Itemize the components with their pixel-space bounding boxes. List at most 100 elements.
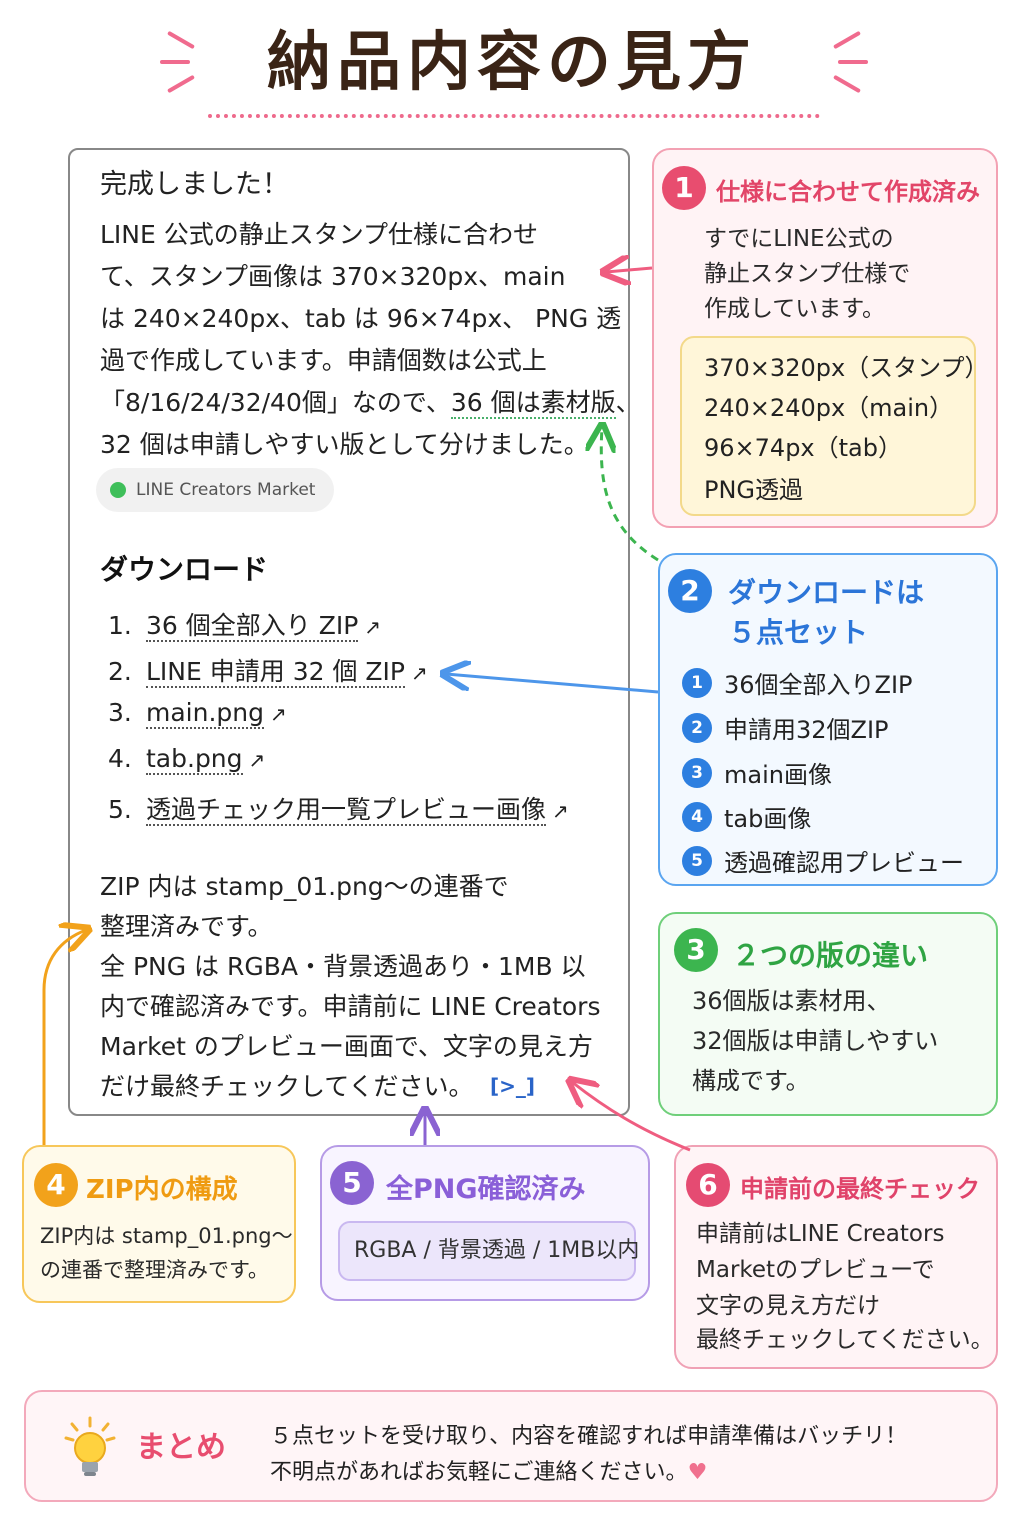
download-box-item-label: 36個全部入りZIP bbox=[724, 671, 913, 699]
download-link[interactable]: LINE 申請用 32 個 ZIP bbox=[146, 657, 405, 688]
step-badge: 1 bbox=[662, 166, 706, 210]
download-box-item: 1 36個全部入りZIP bbox=[682, 665, 913, 700]
item-number-badge: 2 bbox=[682, 712, 712, 743]
download-heading: ダウンロード bbox=[100, 553, 269, 586]
step-badge: 2 bbox=[668, 569, 712, 613]
download-box-item: 4 tab画像 bbox=[682, 799, 811, 834]
line-icon bbox=[110, 482, 126, 498]
spec-item: 240×240px（main） bbox=[704, 394, 954, 422]
chat-body-line: 「8/16/24/32/40個」なので、36 個は素材版、 bbox=[100, 382, 641, 424]
summary-line: ５点セットを受け取り、内容を確認すれば申請準備はバッチリ！ bbox=[270, 1424, 908, 1449]
summary-text: 不明点があればお気軽にご連絡ください。 bbox=[270, 1460, 688, 1485]
final-check-text: Marketのプレビューで bbox=[696, 1257, 935, 1283]
step-badge: 6 bbox=[686, 1163, 730, 1207]
final-check-text: 最終チェックしてください。 bbox=[696, 1327, 994, 1353]
arrow-box1 bbox=[606, 268, 653, 272]
title-spark-right-mid bbox=[838, 60, 868, 64]
item-number-badge: 4 bbox=[682, 801, 712, 832]
download-box-item: 2 申請用32個ZIP bbox=[682, 710, 889, 745]
final-check-text: 文字の見え方だけ bbox=[696, 1293, 880, 1319]
download-link[interactable]: main.png bbox=[146, 698, 264, 729]
zip-structure-title: ZIP内の構成 bbox=[86, 1175, 238, 1205]
lightbulb-icon bbox=[64, 1416, 116, 1476]
spec-item: 370×320px（スタンプ） bbox=[704, 354, 989, 382]
step-badge: 5 bbox=[330, 1161, 374, 1205]
chat-footer-line: Market のプレビュー画面で、文字の見え方 bbox=[100, 1032, 593, 1061]
download-box-title: ５点セット bbox=[728, 616, 869, 649]
chat-footer-line: 全 PNG は RGBA・背景透過あり・1MB 以 bbox=[100, 952, 586, 981]
final-check-box: 6 申請前の最終チェック 申請前はLINE Creators Marketのプレ… bbox=[674, 1145, 998, 1369]
download-box-title: ダウンロードは bbox=[728, 576, 925, 609]
png-check-box: 5 全PNG確認済み RGBA / 背景透過 / 1MB以内 bbox=[320, 1145, 650, 1301]
external-link-icon: ↗ bbox=[552, 799, 569, 823]
chat-footer-line: 整理済みです。 bbox=[100, 912, 273, 941]
arrow-box4 bbox=[42, 930, 86, 1145]
download-item[interactable]: 4. tab.png↗ bbox=[108, 744, 266, 775]
version-diff-title: ２つの版の違い bbox=[732, 939, 929, 972]
png-check-title: 全PNG確認済み bbox=[386, 1174, 586, 1205]
item-number-badge: 5 bbox=[682, 845, 712, 876]
download-link[interactable]: 36 個全部入り ZIP bbox=[146, 611, 359, 642]
item-number-badge: 3 bbox=[682, 757, 712, 788]
zip-structure-box: 4 ZIP内の構成 ZIP内は stamp_01.png～ の連番で整理済みです… bbox=[22, 1145, 296, 1303]
download-item-number: 5. bbox=[108, 795, 132, 824]
arrow-box6 bbox=[572, 1082, 691, 1152]
external-link-icon: ↗ bbox=[248, 748, 266, 772]
chat-footer-line: 内で確認済みです。申請前に LINE Creators bbox=[100, 992, 601, 1021]
chat-body-line: は 240×240px、tab は 96×74px、 PNG 透 bbox=[100, 304, 622, 333]
code-icon[interactable]: [>_] bbox=[490, 1074, 536, 1098]
download-item-number: 1. bbox=[108, 611, 132, 640]
download-item-number: 2. bbox=[108, 657, 132, 686]
spec-box-text: すでにLINE公式の bbox=[704, 226, 894, 252]
download-item-number: 4. bbox=[108, 744, 132, 773]
chat-text: 「8/16/24/32/40個」なので、 bbox=[100, 388, 451, 417]
chat-body-line: LINE 公式の静止スタンプ仕様に合わせ bbox=[100, 220, 538, 249]
external-link-icon: ↗ bbox=[410, 661, 428, 685]
version-diff-text: 36個版は素材用、 bbox=[692, 987, 891, 1015]
zip-structure-text: の連番で整理済みです。 bbox=[40, 1258, 269, 1282]
chat-body-line: 過で作成しています。申請個数は公式上 bbox=[100, 346, 547, 375]
spec-box-text: 作成しています。 bbox=[704, 296, 886, 322]
version-diff-text: 構成です。 bbox=[692, 1067, 810, 1095]
png-check-chip: RGBA / 背景透過 / 1MB以内 bbox=[338, 1221, 639, 1281]
arrow-box3 bbox=[601, 428, 659, 562]
spec-box: 1 仕様に合わせて作成済み すでにLINE公式の 静止スタンプ仕様で 作成してい… bbox=[652, 148, 998, 528]
title-underline bbox=[208, 114, 820, 118]
source-pill[interactable]: LINE Creators Market bbox=[96, 468, 334, 512]
zip-structure-text: ZIP内は stamp_01.png～ bbox=[40, 1224, 293, 1248]
download-item[interactable]: 1. 36 個全部入り ZIP↗ bbox=[108, 606, 381, 642]
material-version-link[interactable]: 36 個は素材版 bbox=[450, 388, 616, 419]
external-link-icon: ↗ bbox=[270, 702, 287, 726]
summary-label: まとめ bbox=[136, 1430, 226, 1465]
download-box-item-label: main画像 bbox=[724, 761, 832, 789]
arrow-box2 bbox=[446, 674, 659, 694]
summary-box: まとめ ５点セットを受け取り、内容を確認すれば申請準備はバッチリ！ 不明点があれ… bbox=[24, 1390, 998, 1502]
heart-icon: ♥ bbox=[687, 1460, 708, 1485]
download-box-item: 3 main画像 bbox=[682, 755, 832, 790]
chat-body-line: 32 個は申請しやすい版として分けました。 bbox=[100, 430, 589, 459]
download-box-item-label: 申請用32個ZIP bbox=[724, 716, 889, 744]
version-diff-text: 32個版は申請しやすい bbox=[692, 1027, 939, 1055]
spec-box-title: 仕様に合わせて作成済み bbox=[716, 178, 980, 206]
download-link[interactable]: 透過チェック用一覧プレビュー画像 bbox=[146, 795, 547, 826]
summary-line: 不明点があればお気軽にご連絡ください。♥ bbox=[270, 1454, 707, 1486]
download-item-number: 3. bbox=[108, 698, 132, 727]
step-badge: 4 bbox=[34, 1163, 78, 1207]
download-item[interactable]: 2. LINE 申請用 32 個 ZIP↗ bbox=[108, 652, 428, 688]
chat-message-card: 完成しました！ LINE 公式の静止スタンプ仕様に合わせ て、スタンプ画像は 3… bbox=[68, 148, 641, 1116]
chat-footer-line: だけ最終チェックしてください。 bbox=[100, 1072, 474, 1101]
title-spark-left-mid bbox=[160, 60, 190, 64]
external-link-icon: ↗ bbox=[364, 615, 382, 639]
source-pill-label: LINE Creators Market bbox=[136, 480, 316, 500]
step-badge: 3 bbox=[674, 928, 718, 972]
chat-greeting: 完成しました！ bbox=[100, 169, 289, 200]
download-link[interactable]: tab.png bbox=[146, 744, 243, 775]
spec-list: 370×320px（スタンプ） 240×240px（main） 96×74px（… bbox=[680, 336, 988, 516]
download-item[interactable]: 5. 透過チェック用一覧プレビュー画像↗ bbox=[108, 790, 569, 826]
download-item[interactable]: 3. main.png↗ bbox=[108, 698, 287, 729]
item-number-badge: 1 bbox=[682, 667, 712, 698]
final-check-title: 申請前の最終チェック bbox=[740, 1175, 980, 1203]
chat-text: 、 bbox=[615, 388, 641, 417]
download-box-item-label: tab画像 bbox=[724, 805, 812, 833]
